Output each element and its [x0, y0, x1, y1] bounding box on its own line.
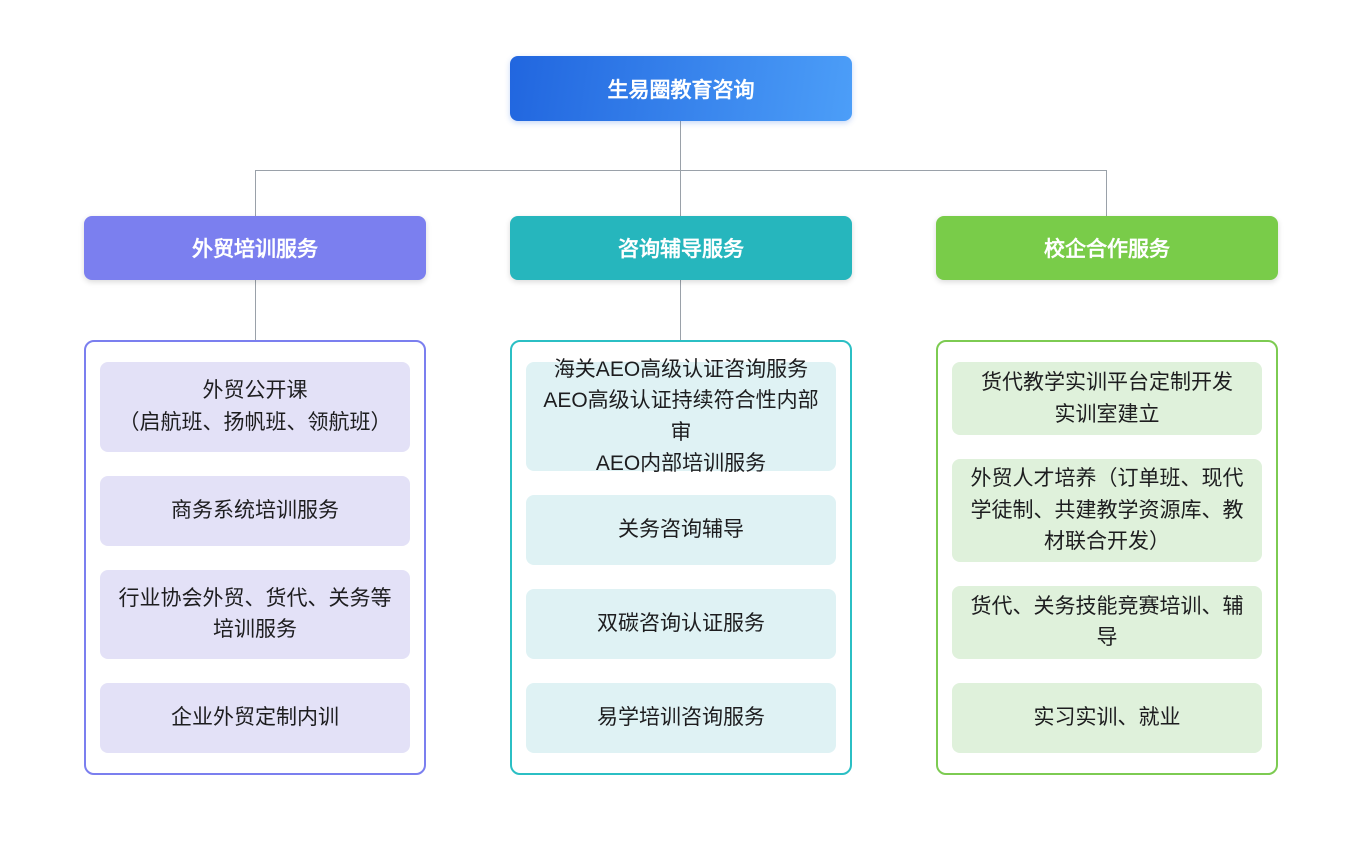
connector-stub-branch-2	[680, 170, 681, 216]
root-node: 生易圈教育咨询	[510, 56, 852, 121]
node-item: 海关AEO高级认证咨询服务 AEO高级认证持续符合性内部审 AEO内部培训服务	[526, 358, 836, 475]
connector-branch-2-to-container	[680, 280, 681, 340]
node-item: 双碳咨询认证服务	[526, 589, 836, 659]
branch-container-school-enterprise-cooperation: 货代教学实训平台定制开发 实训室建立 外贸人才培养（订单班、现代学徒制、共建教学…	[936, 340, 1278, 775]
branch-container-consulting-coaching: 海关AEO高级认证咨询服务 AEO高级认证持续符合性内部审 AEO内部培训服务 …	[510, 340, 852, 775]
node-item: 关务咨询辅导	[526, 495, 836, 565]
node-item: 货代、关务技能竞赛培训、辅导	[952, 585, 1262, 659]
node-item: 外贸人才培养（订单班、现代学徒制、共建教学资源库、教材联合开发）	[952, 459, 1262, 562]
node-item: 易学培训咨询服务	[526, 683, 836, 753]
branch-header-foreign-trade-training: 外贸培训服务	[84, 216, 426, 280]
connector-branch-1-to-container	[255, 280, 256, 340]
branch-header-school-enterprise-cooperation: 校企合作服务	[936, 216, 1278, 280]
node-item: 货代教学实训平台定制开发 实训室建立	[952, 362, 1262, 436]
node-item: 外贸公开课 （启航班、扬帆班、领航班）	[100, 362, 410, 452]
node-item: 商务系统培训服务	[100, 475, 410, 546]
branch-header-consulting-coaching: 咨询辅导服务	[510, 216, 852, 280]
connector-root-drop	[680, 121, 681, 170]
connector-stub-branch-3	[1106, 170, 1107, 216]
node-item: 行业协会外贸、货代、关务等培训服务	[100, 569, 410, 659]
node-item: 企业外贸定制内训	[100, 683, 410, 753]
branch-container-foreign-trade-training: 外贸公开课 （启航班、扬帆班、领航班） 商务系统培训服务 行业协会外贸、货代、关…	[84, 340, 426, 775]
node-item: 实习实训、就业	[952, 682, 1262, 753]
connector-stub-branch-1	[255, 170, 256, 216]
connector-rail	[255, 170, 1107, 171]
